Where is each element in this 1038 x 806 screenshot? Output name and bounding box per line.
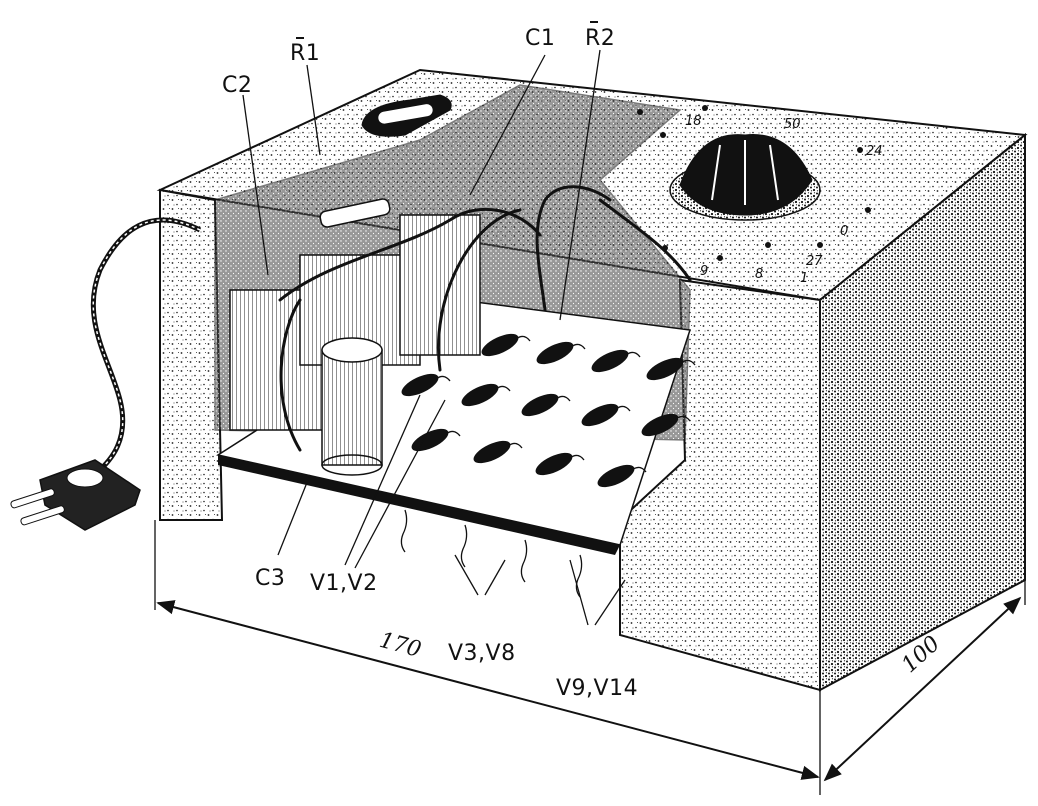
dial-mark-18: 18 <box>685 114 702 129</box>
resistor-r1 <box>319 198 391 228</box>
wire-2 <box>535 185 612 312</box>
diode-lead <box>615 405 631 412</box>
diode-11 <box>473 440 511 464</box>
dial-mark-0: 0 <box>840 224 848 239</box>
diode-lead <box>569 454 585 461</box>
component-labels: R1 C2 C1 R2 C3 V1,V2 V3,V8 V9,V14 <box>222 21 638 701</box>
diode-7 <box>521 393 559 417</box>
diode-12 <box>535 452 573 476</box>
diode-lead <box>445 430 461 437</box>
diode-6 <box>461 383 499 407</box>
diode-4 <box>646 357 684 381</box>
diode-5 <box>401 373 439 397</box>
label-c3: C3 <box>255 566 285 591</box>
label-c1: C1 <box>525 26 555 51</box>
dial-mark-9: 9 <box>700 264 708 279</box>
diode-lead <box>507 442 523 449</box>
diode-1 <box>481 333 519 357</box>
diode-lead <box>435 375 451 382</box>
diode-8 <box>581 403 619 427</box>
wire-4 <box>279 298 302 452</box>
diode-2 <box>536 341 574 365</box>
diode-lead <box>570 343 586 350</box>
wire-1 <box>278 207 542 302</box>
diode-lead <box>680 359 696 366</box>
diode-lead <box>515 335 531 342</box>
dimension-length-label: 170 <box>377 628 424 663</box>
diode-9 <box>641 413 679 437</box>
box-front-left-post <box>159 188 224 521</box>
diode-lead <box>625 351 641 358</box>
selector-knob[interactable] <box>669 134 821 221</box>
power-cord <box>90 217 202 472</box>
label-c2: C2 <box>222 73 252 98</box>
dial-mark-24: 24 <box>866 144 883 159</box>
label-v3-v8: V3,V8 <box>448 641 516 666</box>
switch-holder[interactable] <box>361 94 452 137</box>
diode-13 <box>597 464 635 488</box>
interior-cutaway <box>214 84 696 598</box>
diode-lead <box>675 415 691 422</box>
power-plug <box>10 459 141 531</box>
diodes-rows <box>401 333 696 488</box>
label-v9-v14: V9,V14 <box>556 676 638 701</box>
diode-leads <box>400 509 583 598</box>
dial-dots <box>637 105 871 261</box>
dial-mark-27: 27 <box>806 254 823 269</box>
diode-lead <box>555 395 571 402</box>
dial-mark-50: 50 <box>784 117 801 132</box>
board-edge <box>218 455 620 555</box>
diode-lead <box>495 385 511 392</box>
diode-3 <box>591 349 629 373</box>
dial-mark-1: 1 <box>800 271 808 286</box>
wire-3 <box>437 208 522 372</box>
capacitor-c3 <box>321 337 383 476</box>
wire-5 <box>598 198 692 282</box>
dial-marks: 18 50 24 0 27 9 8 1 <box>685 114 883 286</box>
label-v1-v2: V1,V2 <box>310 571 378 596</box>
top-panel-features: 18 50 24 0 27 9 8 1 <box>361 94 883 286</box>
diode-lead <box>631 466 647 473</box>
label-r1: R1 <box>290 41 320 66</box>
dial-mark-8: 8 <box>755 267 763 282</box>
label-r2: R2 <box>585 26 615 51</box>
